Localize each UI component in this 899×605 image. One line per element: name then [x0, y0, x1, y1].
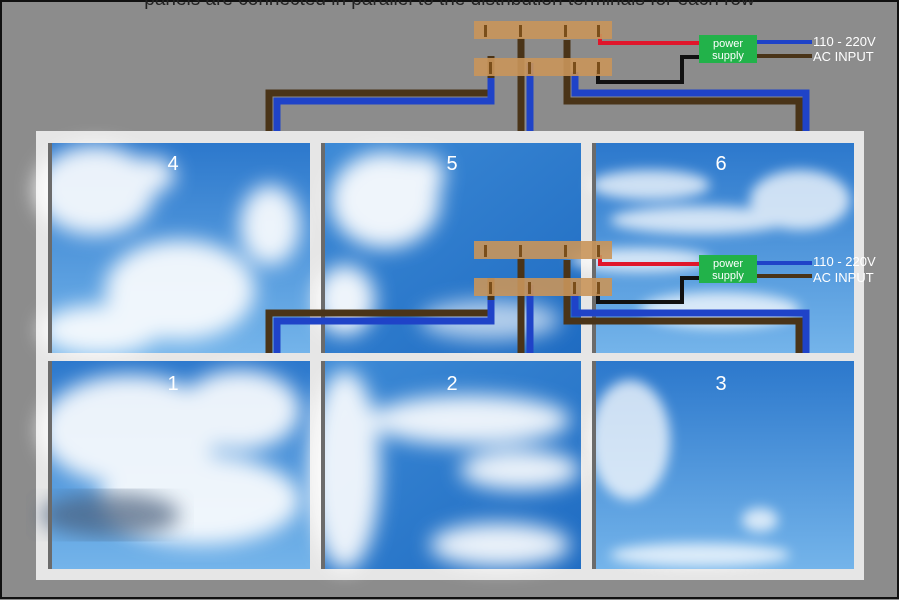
ac-input-label-top: AC INPUT [813, 49, 874, 64]
power-supply-label-line1: power [713, 258, 743, 270]
panel-number-5: 5 [446, 153, 457, 175]
power-supply-label-line2: supply [712, 270, 744, 282]
voltage-label-middle: 110 - 220V [813, 254, 876, 269]
wire-blue [571, 72, 810, 131]
power-supply-label-line2: supply [712, 50, 744, 62]
terminal-block-middle-lower [474, 278, 612, 296]
voltage-label-top: 110 - 220V [813, 34, 876, 49]
wire-blue [273, 78, 495, 131]
panel-number-2: 2 [446, 373, 457, 395]
panel-1 [40, 361, 310, 569]
terminal-block-top-upper [474, 21, 612, 39]
power-supply-middle: power supply [699, 255, 757, 283]
panel-number-3: 3 [715, 373, 726, 395]
terminal-block-middle-upper [474, 241, 612, 259]
diagram-caption: panels are connected in parallel to the … [0, 0, 899, 12]
panel-number-6: 6 [715, 153, 726, 175]
panel-number-1: 1 [167, 373, 178, 395]
panel-2 [310, 361, 581, 570]
panel-3 [590, 361, 854, 569]
panel-number-4: 4 [167, 153, 178, 175]
power-supply-top: power supply [699, 35, 757, 63]
ac-input-label-middle: AC INPUT [813, 270, 874, 285]
terminal-block-top-lower [474, 58, 612, 76]
wire-blue [273, 300, 495, 353]
wire-black [596, 55, 700, 84]
wire-blue [571, 292, 810, 353]
power-supply-label-line1: power [713, 38, 743, 50]
wire-black [596, 276, 700, 304]
